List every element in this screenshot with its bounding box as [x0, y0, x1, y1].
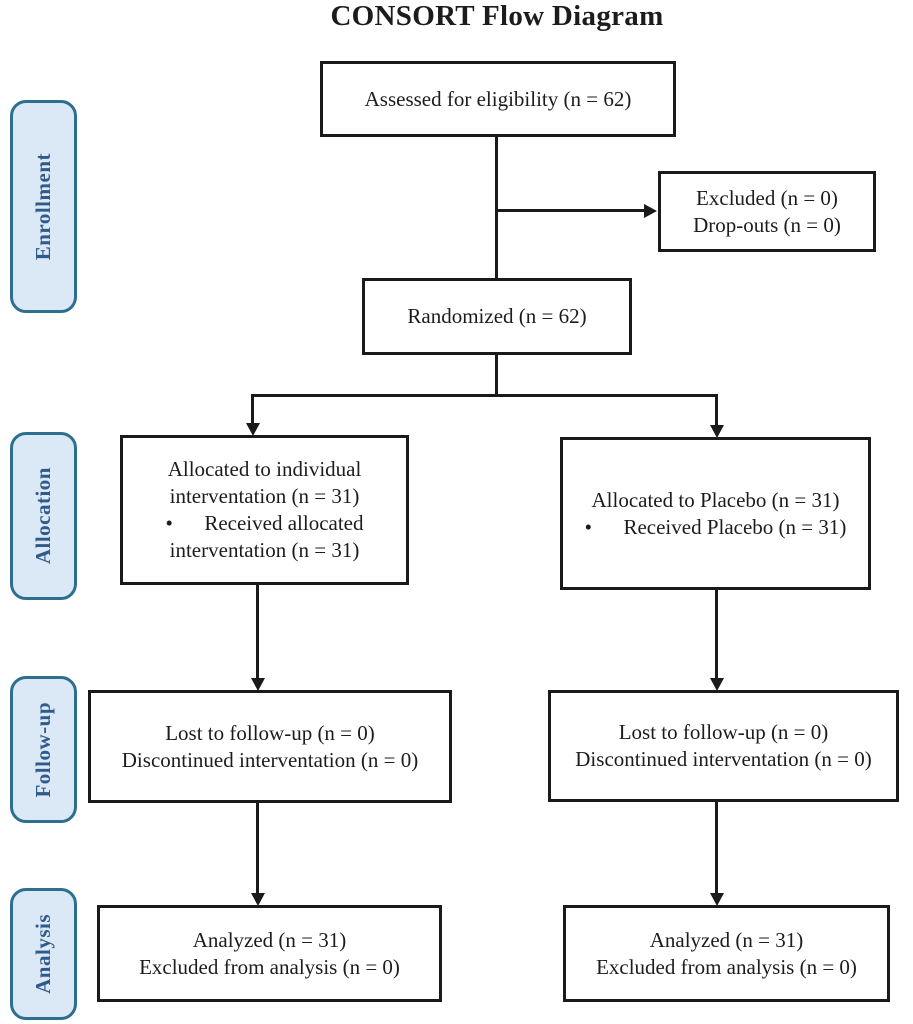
box-excluded-line: Drop-outs (n = 0) [693, 212, 841, 237]
box-allocated-intervention-line: interventation (n = 31) [169, 484, 360, 508]
stage-label-analysis: Analysis [10, 888, 77, 1020]
stage-label-allocation-text: Allocation [31, 467, 55, 565]
box-allocated-placebo-line: Allocated to Placebo (n = 31) [591, 487, 840, 512]
arrowhead-analysis-right-icon [710, 893, 724, 906]
connector-randomized-to-branch [495, 355, 498, 397]
arrowhead-alloc-left-icon [246, 423, 260, 436]
box-followup-intervention-line: Lost to follow-up (n = 0) [165, 720, 375, 745]
box-analysis-intervention-line: Analyzed (n = 31) [192, 927, 347, 952]
arrowhead-excluded-icon [644, 204, 657, 218]
box-analysis-placebo: Analyzed (n = 31) Excluded from analysis… [563, 905, 890, 1002]
box-allocated-intervention-line: Allocated to individual [167, 457, 362, 481]
box-assessed-line: Assessed for eligibility (n = 62) [364, 86, 632, 111]
box-analysis-placebo-line: Analyzed (n = 31) [649, 927, 804, 952]
connector-followup-right-to-analysis [715, 802, 718, 894]
box-excluded-line: Excluded (n = 0) [696, 185, 838, 210]
diagram-title: CONSORT Flow Diagram [330, 0, 664, 32]
arrowhead-analysis-left-icon [251, 893, 265, 906]
connector-alloc-left-to-followup [256, 585, 259, 679]
box-excluded: Excluded (n = 0) Drop-outs (n = 0) [658, 171, 876, 252]
connector-followup-left-to-analysis [256, 803, 259, 894]
box-assessed-eligibility: Assessed for eligibility (n = 62) [320, 61, 676, 137]
box-analysis-intervention: Analyzed (n = 31) Excluded from analysis… [97, 905, 442, 1002]
connector-assessed-to-randomized [495, 137, 498, 279]
stage-label-enrollment: Enrollment [10, 100, 77, 313]
box-randomized: Randomized (n = 62) [362, 278, 632, 355]
stage-label-allocation: Allocation [10, 432, 77, 600]
stage-label-followup-text: Follow-up [31, 701, 55, 798]
box-allocated-intervention-line: • Received allocated [165, 511, 364, 535]
connector-branch-left [251, 394, 254, 424]
arrowhead-followup-right-icon [710, 678, 724, 691]
box-analysis-intervention-line: Excluded from analysis (n = 0) [139, 954, 400, 979]
box-allocated-intervention-line: interventation (n = 31) [169, 538, 360, 562]
stage-label-followup: Follow-up [10, 676, 77, 823]
box-analysis-placebo-line: Excluded from analysis (n = 0) [596, 954, 857, 979]
box-followup-placebo: Lost to follow-up (n = 0) Discontinued i… [548, 690, 899, 802]
connector-to-excluded [495, 209, 645, 212]
connector-alloc-right-to-followup [715, 590, 718, 679]
arrowhead-followup-left-icon [251, 678, 265, 691]
box-followup-placebo-line: Lost to follow-up (n = 0) [618, 720, 829, 744]
box-followup-intervention-line: Discontinued interventation (n = 0) [121, 747, 419, 772]
stage-label-enrollment-text: Enrollment [31, 152, 55, 261]
box-allocated-intervention: Allocated to individual interventation (… [120, 435, 409, 585]
connector-branch-horizontal [251, 394, 718, 397]
arrowhead-alloc-right-icon [710, 425, 724, 438]
box-followup-intervention: Lost to follow-up (n = 0) Discontinued i… [88, 690, 452, 803]
box-randomized-line: Randomized (n = 62) [407, 304, 587, 328]
box-allocated-placebo-line: • Received Placebo (n = 31) [584, 514, 847, 539]
box-allocated-placebo: Allocated to Placebo (n = 31) • Received… [560, 437, 871, 590]
stage-label-analysis-text: Analysis [31, 914, 55, 994]
box-followup-placebo-line: Discontinued interventation (n = 0) [575, 747, 872, 771]
connector-branch-right [715, 394, 718, 426]
